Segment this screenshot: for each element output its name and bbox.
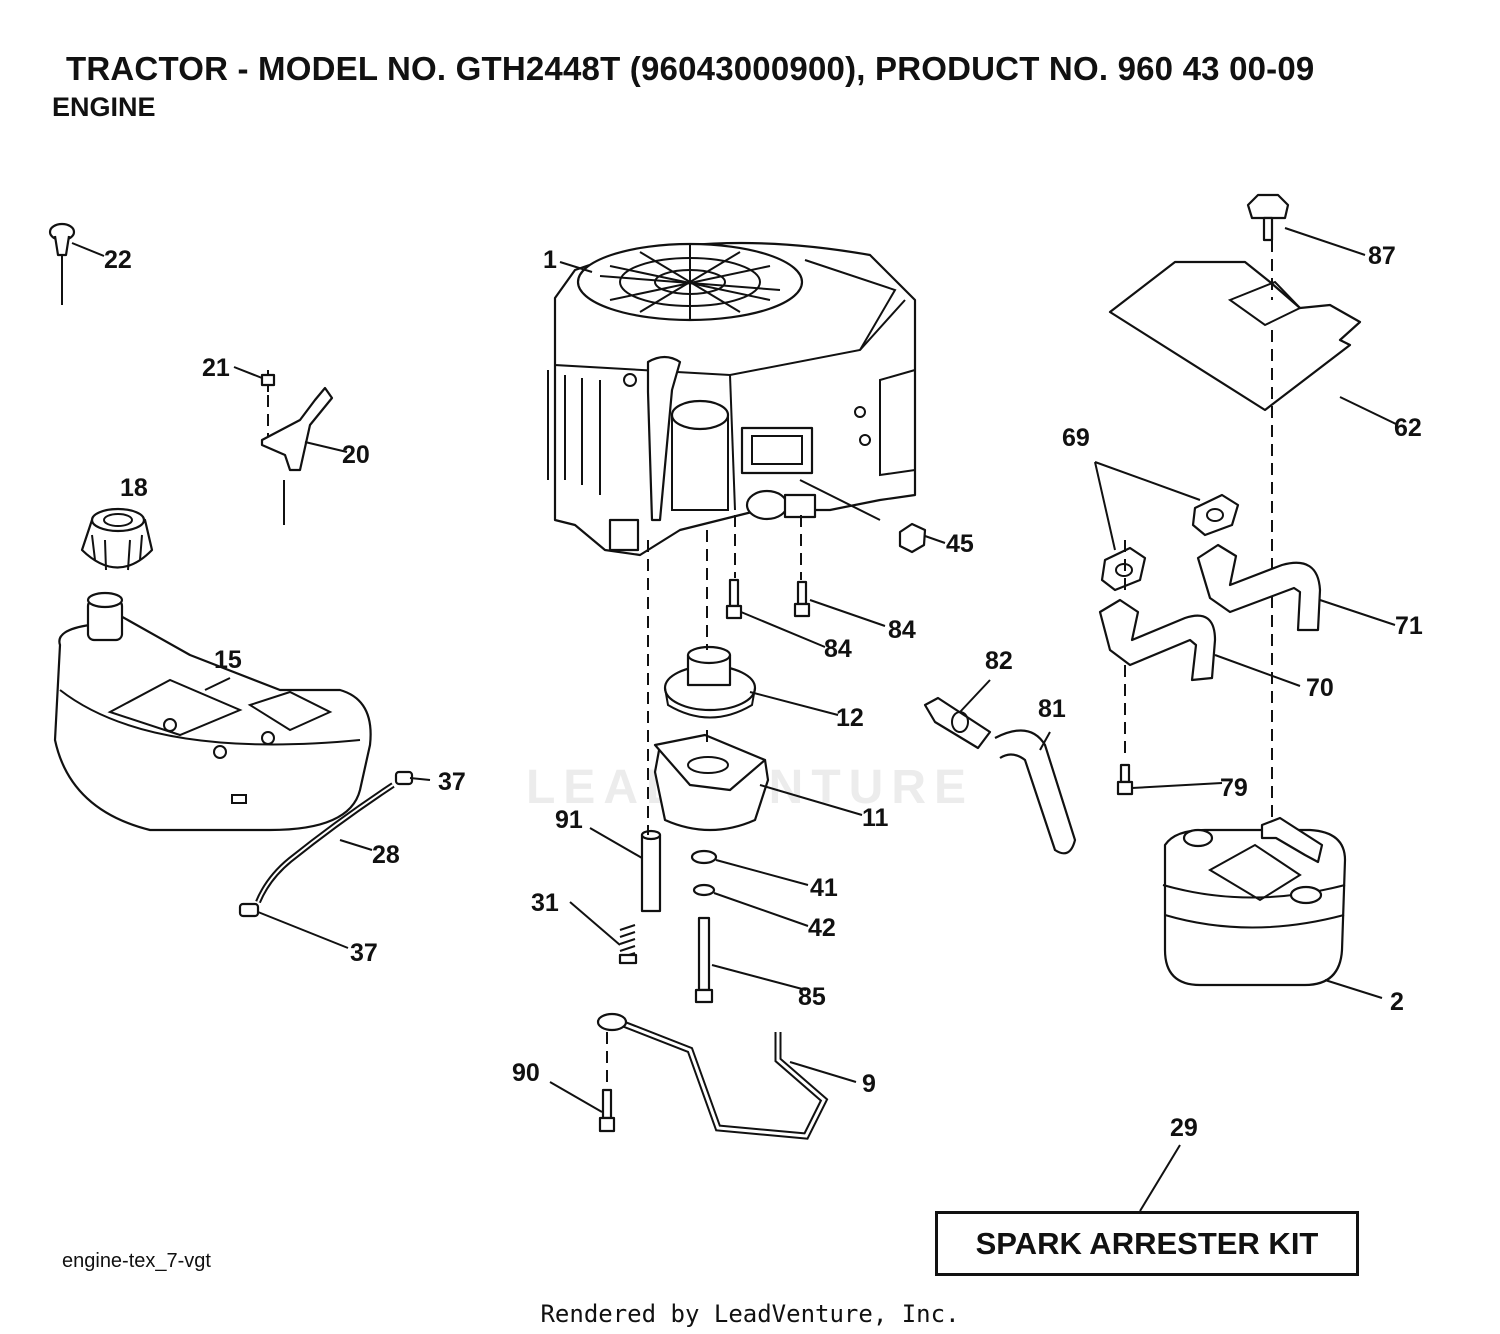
- rendered-by-credit: Rendered by LeadVenture, Inc.: [540, 1300, 960, 1328]
- clutch-bolt-part[interactable]: [694, 916, 714, 1004]
- callout-engine-bolt-right: 84: [888, 616, 916, 644]
- callout-pipe-71: 71: [1395, 612, 1423, 640]
- callout-bracket: 9: [862, 1070, 876, 1098]
- throttle-bracket-part[interactable]: [260, 370, 334, 525]
- callout-throttle-bracket: 20: [342, 441, 370, 469]
- callout-clamp-lower: 37: [350, 939, 378, 967]
- callout-spark-arrester: 29: [1170, 1114, 1198, 1142]
- callout-heat-shield: 62: [1394, 414, 1422, 442]
- pto-clutch-part[interactable]: [653, 733, 770, 832]
- hose-clamp-lower[interactable]: [238, 902, 260, 918]
- callout-washer-42: 42: [808, 914, 836, 942]
- callout-clutch: 11: [862, 804, 889, 832]
- hose-part[interactable]: [994, 729, 1077, 855]
- callout-muffler: 2: [1390, 988, 1404, 1016]
- gasket-part-lower[interactable]: [1100, 546, 1147, 592]
- nut-part[interactable]: [898, 522, 927, 554]
- washer-part-42[interactable]: [692, 883, 716, 897]
- callout-washer-41: 41: [810, 874, 838, 902]
- callout-gaskets: 69: [1062, 424, 1090, 452]
- bracket-bolt-part[interactable]: [598, 1088, 616, 1133]
- callout-fuel-cap: 18: [120, 474, 148, 502]
- callout-bracket-screw: 21: [202, 354, 230, 382]
- callout-clutch-bolt: 85: [798, 983, 826, 1011]
- muffler-bracket-part[interactable]: [596, 1012, 829, 1140]
- callout-pipe-bolt: 79: [1220, 774, 1248, 802]
- callout-spring: 31: [531, 889, 559, 917]
- spacer-part[interactable]: [640, 833, 662, 913]
- callout-screw: 87: [1368, 242, 1396, 270]
- callout-engine: 1: [543, 246, 557, 274]
- gasket-part-upper[interactable]: [1191, 493, 1240, 537]
- callout-spacer: 91: [555, 806, 583, 834]
- engine-bolt-right[interactable]: [793, 580, 811, 618]
- section-title: ENGINE: [52, 92, 156, 122]
- callout-hose: 81: [1038, 695, 1066, 723]
- heat-shield-part[interactable]: [1108, 260, 1362, 412]
- spark-arrester-kit-label[interactable]: SPARK ARRESTER KIT: [935, 1211, 1359, 1276]
- leader-lines: [71, 227, 1399, 1212]
- callout-pipe-70: 70: [1306, 674, 1334, 702]
- choke-knob-part[interactable]: [48, 222, 76, 305]
- engine-bolt-left[interactable]: [725, 578, 743, 620]
- engine-part[interactable]: [547, 241, 917, 557]
- pulley-part[interactable]: [663, 645, 757, 719]
- callout-choke-knob: 22: [104, 246, 132, 274]
- callout-fuel-tank: 15: [214, 646, 242, 674]
- hose-clamp-upper[interactable]: [394, 770, 414, 786]
- washer-part-41[interactable]: [690, 849, 718, 865]
- spring-part[interactable]: [618, 924, 638, 965]
- screw-part[interactable]: [1246, 193, 1290, 242]
- muffler-part[interactable]: [1162, 816, 1347, 987]
- callout-fuel-line: 28: [372, 841, 400, 869]
- drawing-code: engine-tex_7-vgt: [62, 1250, 211, 1272]
- exhaust-pipe-part-70[interactable]: [1098, 598, 1217, 682]
- diagram-title: TRACTOR - MODEL NO. GTH2448T (9604300090…: [66, 50, 1315, 87]
- callout-bracket-bolt: 90: [512, 1059, 540, 1087]
- callout-clamp-upper: 37: [438, 768, 466, 796]
- callout-fitting: 82: [985, 647, 1013, 675]
- fuel-tank-part[interactable]: [53, 591, 372, 832]
- fitting-part[interactable]: [923, 696, 992, 750]
- callout-nut: 45: [946, 530, 974, 558]
- fuel-cap-part[interactable]: [80, 507, 154, 571]
- exhaust-pipe-part-71[interactable]: [1196, 543, 1322, 632]
- callout-pulley: 12: [836, 704, 864, 732]
- pipe-bolt-part[interactable]: [1116, 763, 1134, 796]
- callout-engine-bolt-left: 84: [824, 635, 852, 663]
